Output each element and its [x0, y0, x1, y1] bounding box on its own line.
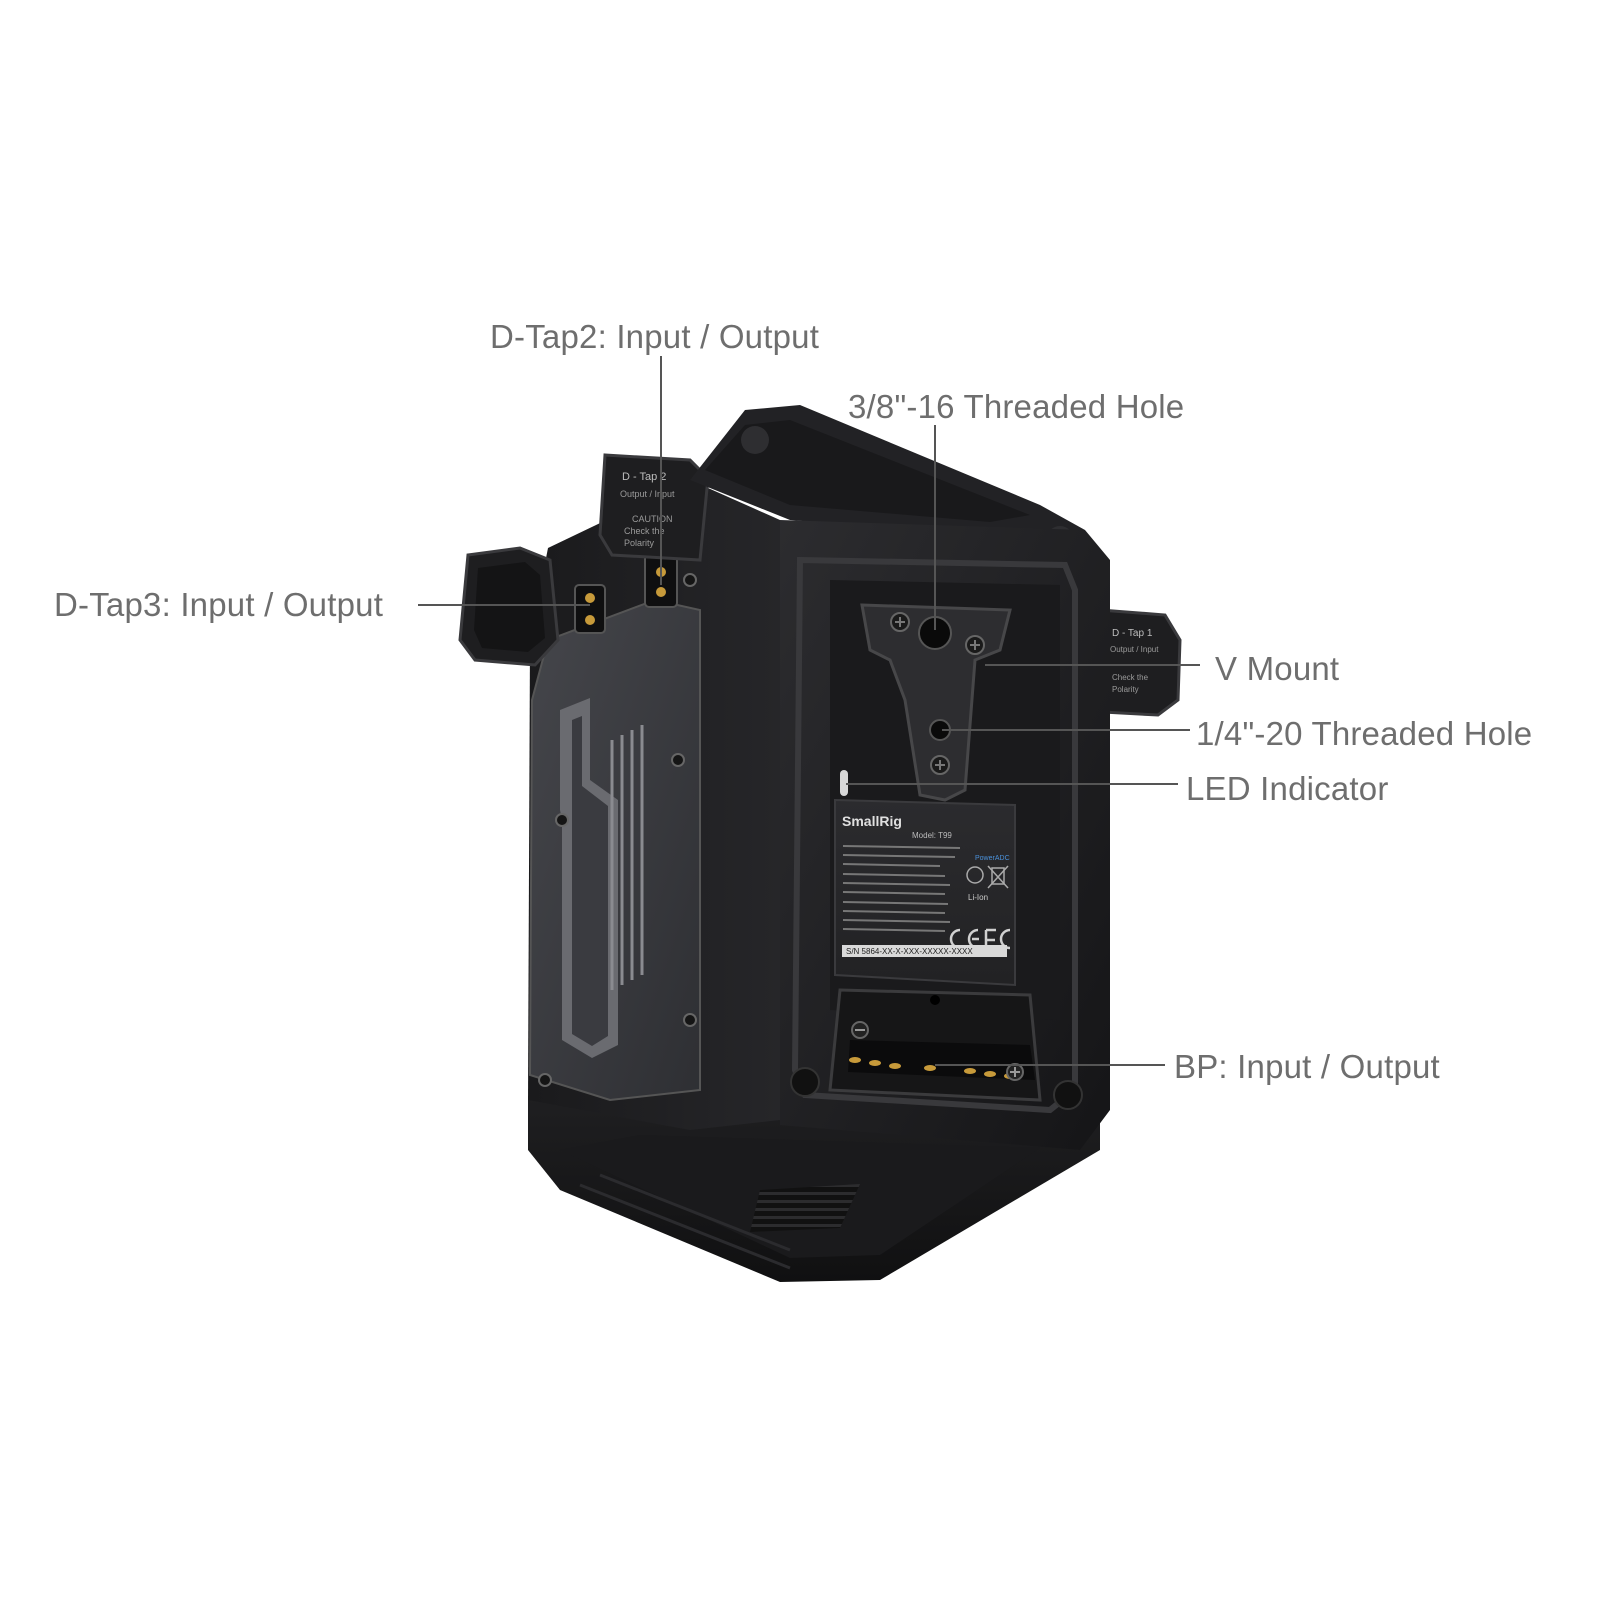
cap-dtap2-polarity: Polarity [624, 538, 655, 548]
dtap1-cap: D - Tap 1 Output / Input Check the Polar… [1098, 608, 1182, 717]
cap-dtap2-output-input: Output / Input [620, 489, 675, 499]
dtap2-cap: D - Tap 2 Output / Input CAUTION Check t… [598, 453, 710, 562]
callout-v-mount: V Mount [1215, 650, 1340, 687]
cap-dtap1-text: D - Tap 1 [1112, 628, 1153, 639]
dtap3-port [574, 584, 606, 634]
cap-dtap1-check: Check the [1112, 673, 1149, 682]
label-serial: S/N 5864-XX-X-XXX-XXXXX-XXXX [846, 947, 973, 956]
dtap3-cap [458, 546, 560, 667]
callout-dtap2: D-Tap2: Input / Output [490, 318, 820, 355]
v-mount-plate [840, 603, 1012, 802]
product-label: SmallRig Model: T99 PowerADC Li-Ion [834, 798, 1016, 987]
panel-grooves [610, 725, 644, 990]
recycle-icon [966, 866, 984, 884]
cap-dtap2-check: Check the [624, 526, 665, 536]
cap-dtap2-text: D - Tap 2 [622, 471, 666, 483]
cap-dtap1-polarity: Polarity [1112, 685, 1139, 694]
label-poweradc: PowerADC [975, 855, 1010, 862]
cap-dtap1-output-input: Output / Input [1110, 645, 1159, 654]
battery-left-side [528, 480, 780, 1130]
callout-threaded-hole-1-4: 1/4"-20 Threaded Hole [1196, 715, 1533, 752]
cap-dtap2-caution: CAUTION [632, 514, 673, 524]
callout-dtap3: D-Tap3: Input / Output [54, 586, 384, 623]
label-model: Model: T99 [912, 831, 952, 840]
callout-threaded-hole-3-8: 3/8"-16 Threaded Hole [848, 388, 1185, 425]
bp-pins [849, 1057, 1016, 1079]
bin-crossed-icon [987, 865, 1009, 889]
label-brand: SmallRig [842, 813, 902, 829]
bp-terminal [828, 988, 1042, 1102]
label-spec-lines [842, 845, 961, 932]
leader-lines [418, 356, 1200, 1066]
led-indicator [840, 770, 848, 796]
callout-bp: BP: Input / Output [1174, 1048, 1440, 1085]
callout-led-indicator: LED Indicator [1186, 770, 1389, 807]
label-li-ion: Li-Ion [968, 893, 988, 902]
